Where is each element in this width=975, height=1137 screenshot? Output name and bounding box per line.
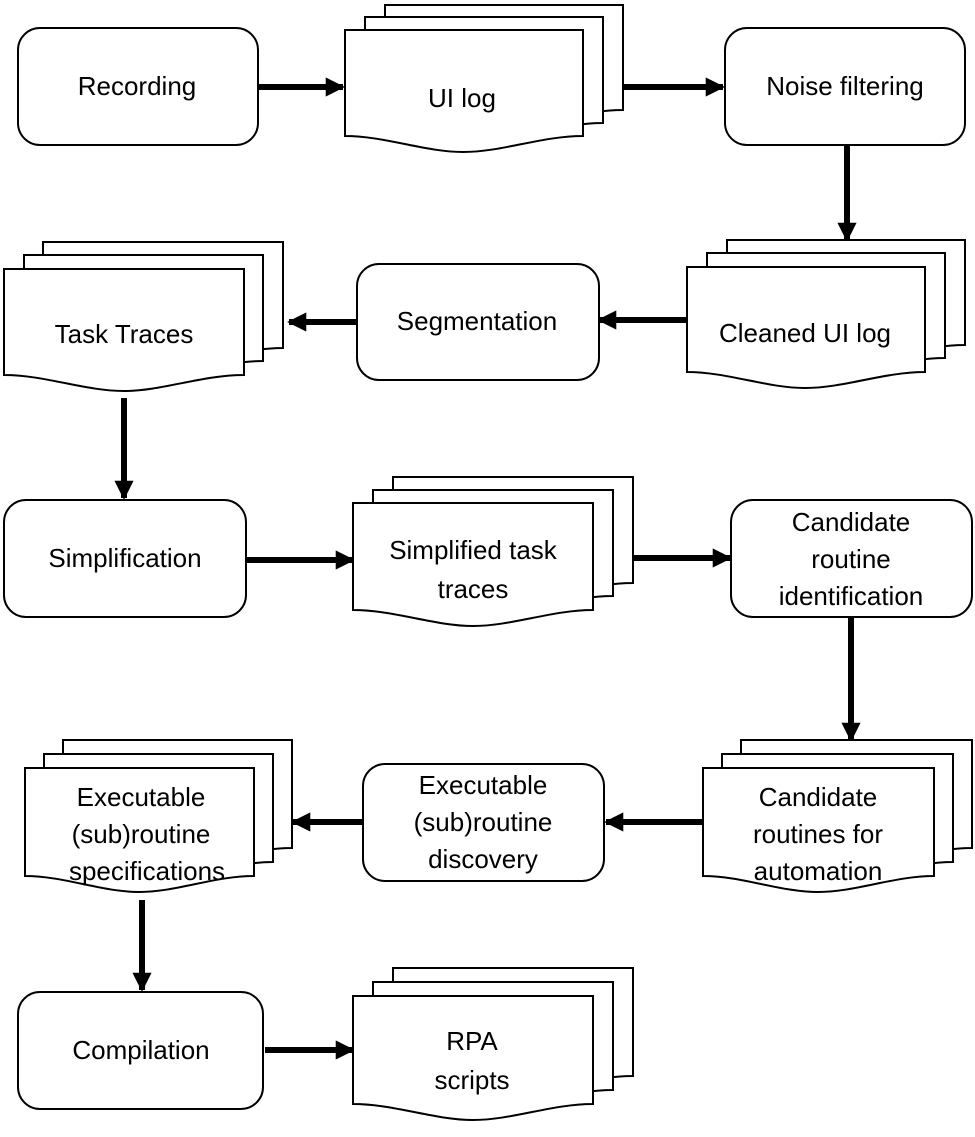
- arrows: [114, 77, 861, 1060]
- document-node-rpa-scripts: RPA scripts: [352, 967, 634, 1122]
- process-node-recording: Recording: [17, 27, 259, 146]
- process-node-candidate-routine-identification: Candidate routine identification: [730, 499, 973, 618]
- process-node-executable-subroutine-discovery: Executable (sub)routine discovery: [362, 763, 605, 882]
- ui-log-label: UI log: [428, 83, 496, 113]
- document-node-ui-log: UI log: [344, 4, 624, 154]
- candidate-routines-line-2: routines for: [753, 819, 883, 849]
- process-node-segmentation: Segmentation: [356, 263, 600, 381]
- executable-specifications-line-1: Executable: [77, 782, 206, 812]
- candidate-routines-line-3: automation: [754, 856, 883, 886]
- rpa-scripts-line-1: RPA: [446, 1026, 498, 1056]
- segmentation-label: Segmentation: [397, 306, 557, 336]
- simplified-task-traces-line-1: Simplified task: [389, 535, 558, 565]
- executable-specifications-line-2: (sub)routine: [72, 819, 211, 849]
- task-traces-label: Task Traces: [55, 319, 194, 349]
- executable-discovery-line-3: discovery: [428, 844, 538, 874]
- candidate-routine-identification-line-2: routine: [811, 544, 891, 574]
- document-node-simplified-task-traces: Simplified task traces: [352, 476, 634, 628]
- process-node-noise-filtering: Noise filtering: [724, 27, 966, 146]
- recording-label: Recording: [78, 71, 197, 101]
- process-node-compilation: Compilation: [17, 991, 264, 1110]
- executable-discovery-line-2: (sub)routine: [414, 807, 553, 837]
- executable-discovery-line-1: Executable: [419, 770, 548, 800]
- candidate-routines-line-1: Candidate: [759, 782, 878, 812]
- noise-filtering-label: Noise filtering: [766, 71, 924, 101]
- candidate-routine-identification-line-1: Candidate: [792, 507, 911, 537]
- document-node-executable-subroutine-specifications: Executable (sub)routine specifications: [24, 739, 293, 894]
- document-node-task-traces: Task Traces: [3, 241, 284, 393]
- simplification-label: Simplification: [48, 543, 201, 573]
- document-node-candidate-routines-for-automation: Candidate routines for automation: [702, 739, 973, 894]
- executable-specifications-line-3: specifications: [69, 856, 225, 886]
- document-node-cleaned-ui-log: Cleaned UI log: [686, 239, 966, 390]
- rpa-scripts-line-2: scripts: [434, 1065, 509, 1095]
- compilation-label: Compilation: [72, 1035, 209, 1065]
- process-node-simplification: Simplification: [3, 499, 247, 618]
- cleaned-ui-log-label: Cleaned UI log: [719, 318, 891, 348]
- simplified-task-traces-line-2: traces: [438, 574, 509, 604]
- candidate-routine-identification-line-3: identification: [779, 581, 924, 611]
